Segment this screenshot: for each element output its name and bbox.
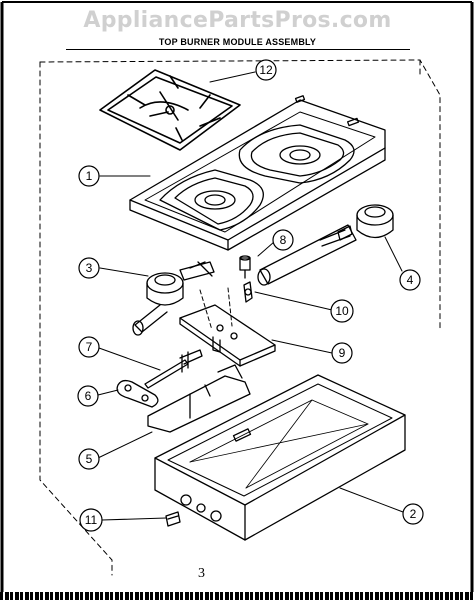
callout-label-2: 2 (410, 507, 417, 521)
callout-label-8: 8 (280, 233, 287, 247)
callout-label-6: 6 (85, 389, 92, 403)
page-mark: 3 (198, 566, 205, 581)
callout-label-9: 9 (339, 346, 346, 360)
part-burner-bracket (179, 287, 276, 367)
callout-label-5: 5 (86, 452, 93, 466)
callout-circles (77, 59, 424, 532)
watermark-text: AppliancePartsPros.com (83, 8, 392, 33)
callout-8 (272, 229, 294, 251)
part-cooktop-pan (129, 95, 386, 251)
title-underline (66, 49, 410, 50)
part-right-burner (257, 204, 394, 286)
callout-9 (331, 342, 353, 364)
part-clip (165, 511, 181, 527)
callout-1 (78, 165, 100, 187)
callout-6 (77, 385, 99, 407)
part-rod (144, 349, 203, 389)
part-ignitor (239, 255, 251, 279)
part-orifice-holder (116, 379, 159, 408)
callout-4 (399, 269, 421, 291)
assembly-outline (39, 59, 441, 576)
callout-label-1: 1 (86, 169, 93, 183)
callout-7 (78, 336, 100, 358)
callout-label-10: 10 (335, 304, 349, 318)
callout-labels: 12 1 3 4 8 10 9 7 6 5 2 11 (85, 63, 417, 527)
part-valve-bracket (147, 364, 251, 433)
callout-2 (402, 503, 424, 525)
callout-3 (78, 257, 100, 279)
callout-label-12: 12 (259, 63, 273, 77)
scan-bottom-edge (0, 592, 475, 600)
callout-5 (78, 448, 100, 470)
callout-11 (79, 508, 103, 532)
callout-10 (330, 299, 354, 323)
diagram-title: TOP BURNER MODULE ASSEMBLY (158, 37, 317, 47)
callout-label-7: 7 (86, 340, 93, 354)
callout-label-11: 11 (85, 513, 98, 527)
part-left-burner (132, 261, 215, 336)
callout-label-4: 4 (407, 273, 414, 287)
part-spark-electrode (243, 281, 253, 303)
leader-lines (97, 71, 404, 521)
part-grate (99, 69, 241, 151)
callout-12 (255, 59, 277, 81)
callout-label-3: 3 (86, 261, 93, 275)
part-burner-box (154, 374, 406, 541)
